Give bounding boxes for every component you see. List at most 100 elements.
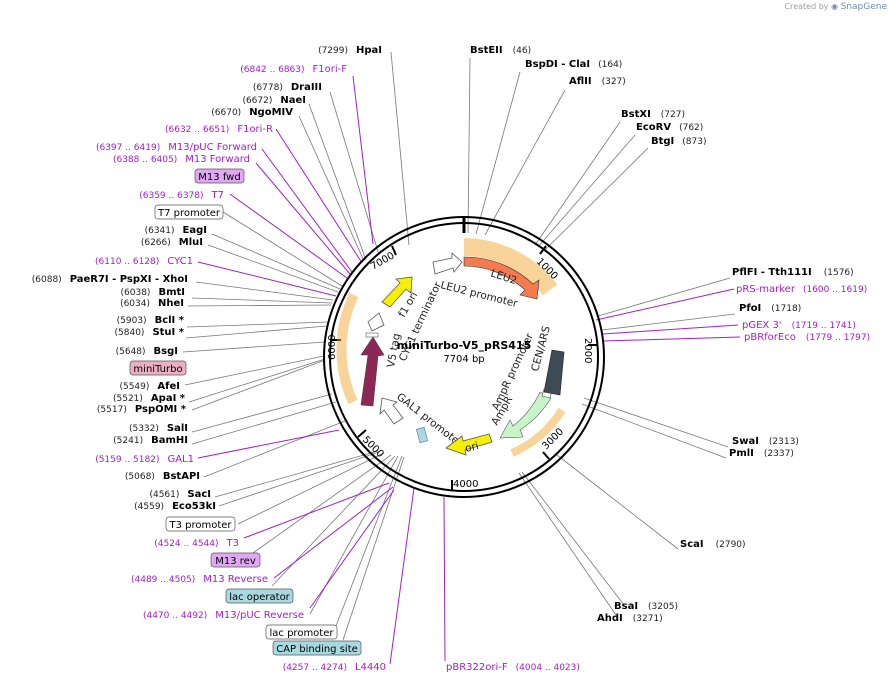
enzyme-name: BspDI - ClaI: [525, 59, 590, 70]
svg-text:PfoI(1718): PfoI(1718): [739, 303, 801, 314]
enzyme-pos: (5648): [116, 347, 146, 357]
svg-text:(6632 .. 6651)F1ori-R: (6632 .. 6651) F1ori-R: [165, 124, 273, 135]
primer-name: pBR322ori-F: [446, 662, 508, 673]
primer-bottom: pBR322ori-F (4004 .. 4023): [446, 662, 580, 673]
svg-text:BstXI(727): BstXI(727): [621, 109, 685, 120]
primer-name: M13 Forward: [185, 154, 250, 165]
miniturbo-label: miniTurbo: [133, 364, 182, 375]
primer-name: F1ori-R: [237, 124, 273, 135]
tick-2000: 2000: [582, 338, 593, 363]
brand-name: SnapGene: [840, 2, 887, 12]
svg-text:(5517)PspOMI *: (5517)PspOMI *: [97, 404, 187, 415]
lac-operator-label: lac operator: [229, 592, 290, 603]
enzyme-name: MluI: [179, 237, 203, 248]
svg-text:(6341)EagI: (6341)EagI: [145, 225, 207, 236]
svg-text:pGEX 3'(1719 .. 1741): pGEX 3'(1719 .. 1741): [742, 320, 856, 331]
enzyme-pos: (164): [598, 60, 622, 70]
cen-ars-block: [543, 349, 565, 396]
cyc1-arrow: [367, 312, 385, 332]
enzyme-pos: (327): [602, 77, 626, 87]
svg-text:(5648)BsgI: (5648) BsgI: [116, 346, 178, 357]
enzymes-right: BstEII(46) BspDI - ClaI(164) AflII(327) …: [470, 45, 854, 624]
enzyme-pos: (4559): [134, 502, 164, 512]
enzyme-pos: (6670): [211, 108, 241, 118]
enzyme-name: SwaI: [732, 436, 759, 447]
primer-range: (6632 .. 6651): [165, 125, 229, 135]
enzyme-pos: (6266): [141, 238, 171, 248]
enzyme-pos: (7299): [318, 46, 348, 56]
primer-range: (5159 .. 5182): [95, 455, 159, 465]
tick-6000: 6000: [327, 335, 338, 360]
primer-range: (1600 .. 1619): [803, 285, 867, 295]
svg-text:(6778)DraIII: (6778)DraIII: [253, 82, 322, 93]
ampr-arrow: [499, 391, 552, 439]
enzyme-pos: (5517): [97, 405, 127, 415]
enzyme-pos: (3205): [648, 602, 678, 612]
t3-promoter-box: [165, 516, 236, 532]
svg-text:PflFI - Tth111I(1576): PflFI - Tth111I(1576): [732, 267, 854, 278]
v5-tag-label: V5 tag: [385, 333, 403, 369]
enzyme-pos: (6672): [242, 96, 272, 106]
svg-text:(6670)NgoMIV: (6670)NgoMIV: [211, 107, 293, 118]
enzyme-name: BtgI: [651, 136, 674, 147]
enzyme-pos: (6341): [145, 226, 175, 236]
svg-text:(4489 .. 4505)M13 Reverse: (4489 .. 4505)M13 Reverse: [131, 574, 268, 585]
enzyme-pos: (5332): [129, 424, 159, 434]
ori-label: ori: [464, 440, 480, 455]
enzyme-pos: (1576): [824, 268, 854, 278]
enzyme-pos: (2313): [769, 437, 799, 447]
primer-name: F1ori-F: [313, 64, 348, 75]
enzyme-name: BsgI: [154, 346, 178, 357]
gal1-promoter-arrow: [379, 397, 404, 425]
created-by-label: Created by: [784, 2, 829, 11]
enzyme-name: AflII: [569, 76, 592, 87]
enzyme-pos: (5903): [117, 316, 147, 326]
enzyme-name: ApaI *: [151, 393, 186, 404]
features: LEU2 LEU2 promoter f1 ori CYC1 terminato…: [336, 238, 566, 457]
svg-text:(5840)StuI *: (5840)StuI *: [115, 327, 185, 338]
t3-promoter-label: T3 promoter: [168, 520, 232, 531]
svg-text:BsaI(3205): BsaI(3205): [614, 601, 678, 612]
primer-range: (4004 .. 4023): [516, 663, 580, 673]
enzyme-name: ScaI: [680, 539, 704, 550]
t7-promoter-label: T7 promoter: [157, 208, 221, 219]
primers-right: pRS-marker(1600 .. 1619) pGEX 3'(1719 ..…: [736, 284, 870, 343]
enzyme-pos: (727): [661, 110, 685, 120]
snapgene-logo-icon: ◉: [831, 2, 839, 11]
primer-range: (6842 .. 6863): [240, 65, 304, 75]
enzyme-name: HpaI: [356, 45, 382, 56]
t7-promoter-box: [154, 204, 224, 220]
enzyme-name: BstAPI: [163, 471, 200, 482]
svg-text:PmlI(2337): PmlI(2337): [729, 448, 794, 459]
svg-text:(5903)BclI *: (5903)BclI *: [117, 315, 185, 326]
svg-text:SwaI(2313): SwaI (2313): [732, 436, 799, 447]
tick-7000: 7000: [369, 250, 397, 272]
ori-arrow: [445, 433, 493, 456]
svg-text:(6110 .. 6128)CYC1: (6110 .. 6128)CYC1: [95, 256, 193, 267]
svg-text:(5068)BstAPI: (5068)BstAPI: [125, 471, 200, 482]
primer-name: CYC1: [167, 256, 193, 267]
svg-text:BtgI(873): BtgI(873): [651, 136, 706, 147]
primer-leaders: [197, 75, 741, 665]
f1-ori-arrow: [381, 276, 413, 308]
primer-name: M13/pUC Reverse: [215, 610, 304, 621]
svg-text:BspDI - ClaI(164): BspDI - ClaI (164): [525, 59, 622, 70]
enzyme-pos: (5521): [113, 394, 143, 404]
primer-name: M13/pUC Forward: [168, 142, 257, 153]
enzyme-name: StuI *: [152, 327, 184, 338]
svg-text:(5332)SalI: (5332)SalI: [129, 423, 188, 434]
enzyme-pos: (1718): [771, 304, 801, 314]
plasmid-name: miniTurbo-V5_pRS415: [397, 339, 531, 352]
primer-range: (4470 .. 4492): [143, 611, 207, 621]
svg-text:(4561)SacI: (4561)SacI: [149, 489, 211, 500]
enzyme-name: NheI: [158, 298, 184, 309]
primer-name: T7: [211, 190, 224, 201]
lac-promoter-box: [265, 624, 338, 640]
enzyme-pos: (3271): [633, 614, 663, 624]
enzyme-name: Eco53kI: [172, 501, 216, 512]
primer-name: GAL1: [167, 454, 194, 465]
lac-operator-block: [416, 426, 428, 444]
m13-rev-label: M13 rev: [215, 556, 256, 567]
cap-binding-site-label: CAP binding site: [276, 644, 358, 655]
svg-text:(5241)BamHI: (5241)BamHI: [113, 435, 188, 446]
